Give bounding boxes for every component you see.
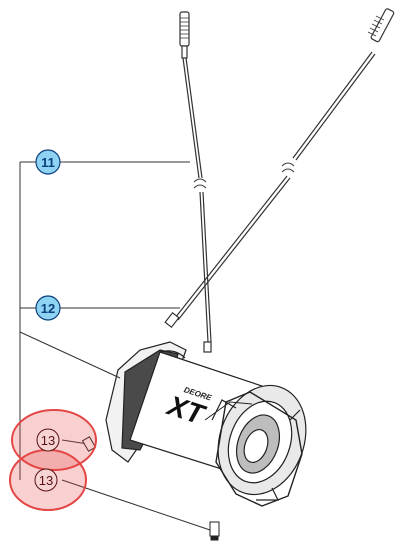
callout-13-upper: 13 [36,428,60,452]
callout-11-label: 11 [41,155,55,170]
nipple-part [81,436,220,541]
leader-lines [19,161,211,531]
callout-11: 11 [35,149,61,175]
hub-body: DEORE XT [105,341,307,507]
rod-12 [164,8,395,329]
callout-13-lower-label: 13 [39,473,53,488]
callout-12: 12 [35,295,61,321]
callout-12-label: 12 [41,301,55,316]
rod-11 [179,11,212,353]
callout-13-upper-label: 13 [41,433,55,448]
callout-13-lower: 13 [34,468,58,492]
